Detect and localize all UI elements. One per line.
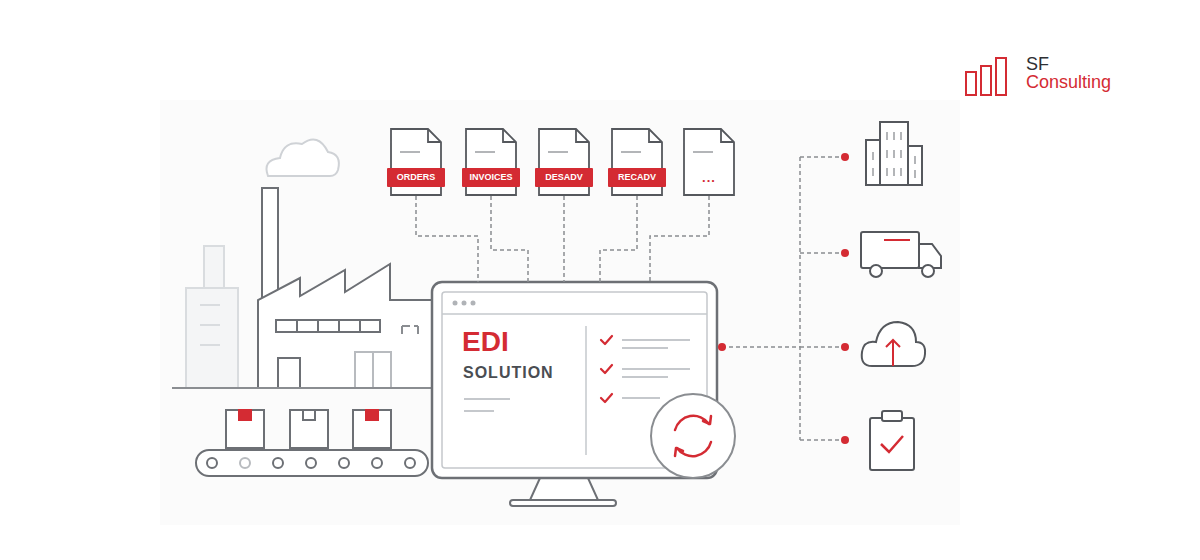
clipboard-icon bbox=[870, 411, 914, 470]
document-icon: RECADV bbox=[611, 128, 663, 196]
office-icon bbox=[866, 122, 922, 185]
edi-screen: EDI SOLUTION bbox=[432, 282, 717, 478]
background-building bbox=[186, 246, 238, 388]
dashed-connector bbox=[650, 196, 709, 282]
distribution-wires bbox=[722, 157, 845, 440]
document-label: ORDERS bbox=[387, 168, 445, 187]
truck-icon bbox=[861, 232, 941, 277]
monitor bbox=[432, 282, 735, 506]
document-label: RECADV bbox=[608, 168, 666, 187]
screen-subtitle: SOLUTION bbox=[463, 364, 554, 382]
document-label: ... bbox=[680, 168, 738, 187]
factory bbox=[172, 188, 432, 388]
dashed-connector bbox=[563, 196, 565, 282]
logo-text: SF Consulting bbox=[1026, 55, 1111, 91]
document-outline bbox=[683, 128, 735, 196]
dashed-connector bbox=[600, 196, 637, 282]
cloud-upload-icon bbox=[862, 322, 925, 366]
cloud bbox=[267, 140, 339, 177]
screen-title: EDI bbox=[462, 326, 509, 358]
document-label: DESADV bbox=[535, 168, 593, 187]
document-icon: ORDERS bbox=[390, 128, 442, 196]
document-label: INVOICES bbox=[462, 168, 520, 187]
dashed-connector bbox=[416, 196, 478, 282]
conveyor bbox=[196, 410, 428, 476]
dashed-connector bbox=[491, 196, 528, 282]
document-icon: DESADV bbox=[538, 128, 590, 196]
document-icon: ... bbox=[683, 128, 735, 196]
connector-dots bbox=[718, 153, 849, 444]
document-icon: INVOICES bbox=[465, 128, 517, 196]
logo-icon bbox=[966, 58, 1006, 95]
